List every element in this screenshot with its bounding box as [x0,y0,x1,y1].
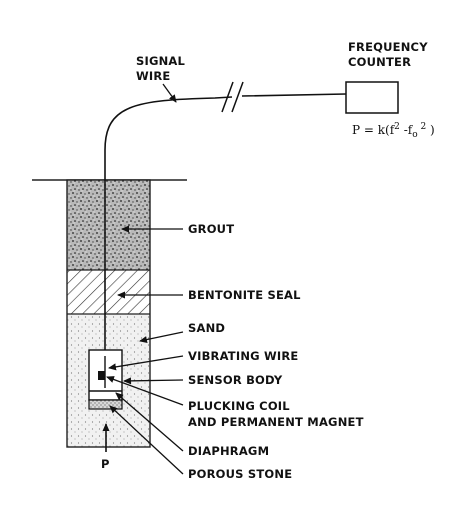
grout-layer [67,180,150,270]
porous-stone [88,399,123,410]
wire-break-mark [221,81,244,113]
grout-label: GROUT [188,222,234,236]
sensor-body-label: SENSOR BODY [188,373,283,387]
signal-wire-leader [162,83,177,103]
frequency-counter-label-line2: COUNTER [348,55,411,69]
porous-stone-leader [109,405,184,475]
plucking-coil-label-line1: PLUCKING COIL [188,399,290,413]
frequency-counter-box [345,81,399,114]
bentonite-seal-label: BENTONITE SEAL [188,288,301,302]
diaphragm-leader [115,392,184,452]
signal-wire [104,93,347,355]
pressure-label: P [101,457,110,471]
diaphragm-label: DIAPHRAGM [188,444,269,458]
sensor-body-leader [123,377,184,385]
plucking-coil-leader [106,376,184,406]
vibrating-wire-leader [108,355,184,371]
sand-label: SAND [188,321,225,335]
frequency-counter-label-line1: FREQUENCY [348,40,428,54]
plucking-coil-label-line2: AND PERMANENT MAGNET [188,415,364,429]
bentonite-seal-layer [67,270,150,314]
formula: P = k(f2 -fo 2 ) [352,122,435,140]
sand-leader [139,331,184,343]
plucking-coil [98,371,105,380]
signal-wire-label-line1: SIGNAL [136,54,186,68]
vibrating-wire-label: VIBRATING WIRE [188,349,298,363]
porous-stone-label: POROUS STONE [188,467,292,481]
signal-wire-label-line2: WIRE [136,69,170,83]
